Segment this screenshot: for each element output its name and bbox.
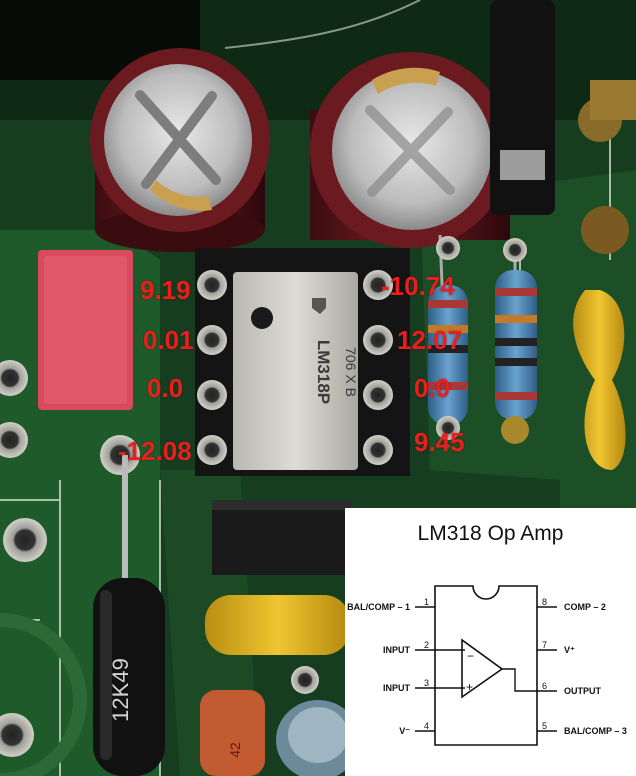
pin6-voltage-label: 0.0 xyxy=(414,373,451,403)
inverting-sign: − xyxy=(467,649,474,663)
pin1-number: 1 xyxy=(424,597,430,607)
pin7-label: V⁺ xyxy=(564,645,575,655)
noninverting-sign: + xyxy=(466,680,473,694)
pin4-label: V⁻ xyxy=(399,726,410,736)
pin8-voltage-label: -10.74 xyxy=(381,271,455,301)
opamp-symbol xyxy=(461,638,504,699)
pin2-number: 2 xyxy=(424,640,430,650)
chip-marking: LM318P 706 X B xyxy=(314,340,359,404)
ic-outline xyxy=(434,585,538,746)
pin4-number: 4 xyxy=(424,721,430,731)
pin3-number: 3 xyxy=(424,678,430,688)
pin3-voltage-label: 0.0 xyxy=(147,373,184,403)
pin2-label: INPUT xyxy=(383,645,410,655)
pin5-number: 5 xyxy=(542,721,548,731)
pin7-voltage-label: 12.07 xyxy=(397,325,463,355)
inset-title: LM318 Op Amp xyxy=(417,522,564,545)
pin1-label: BAL/COMP – 1 xyxy=(347,602,410,612)
svg-text:12K49: 12K49 xyxy=(108,658,133,722)
pin5-voltage-label: 9.45 xyxy=(414,427,465,457)
pin4-voltage-label: -12.08 xyxy=(118,436,192,466)
svg-text:706 X B: 706 X B xyxy=(343,347,359,397)
svg-text:42: 42 xyxy=(227,742,243,758)
svg-text:LM318P: LM318P xyxy=(314,340,333,404)
pin8-label: COMP – 2 xyxy=(564,602,606,612)
pin8-number: 8 xyxy=(542,597,548,607)
pin6-label: OUTPUT xyxy=(564,686,601,696)
pin7-number: 7 xyxy=(542,640,548,650)
pinout-inset: LM318 Op Amp − + BAL/COMP – 1 1 INPUT 2 … xyxy=(345,508,636,776)
pin5-label: BAL/COMP – 3 xyxy=(564,726,627,736)
pin2-voltage-label: 0.01 xyxy=(143,325,194,355)
pin6-lead xyxy=(502,668,557,692)
pin6-number: 6 xyxy=(542,681,548,691)
pin3-label: INPUT xyxy=(383,683,410,693)
pinout-diagram: − + xyxy=(415,585,557,746)
pin1-voltage-label: 9.19 xyxy=(140,275,191,305)
